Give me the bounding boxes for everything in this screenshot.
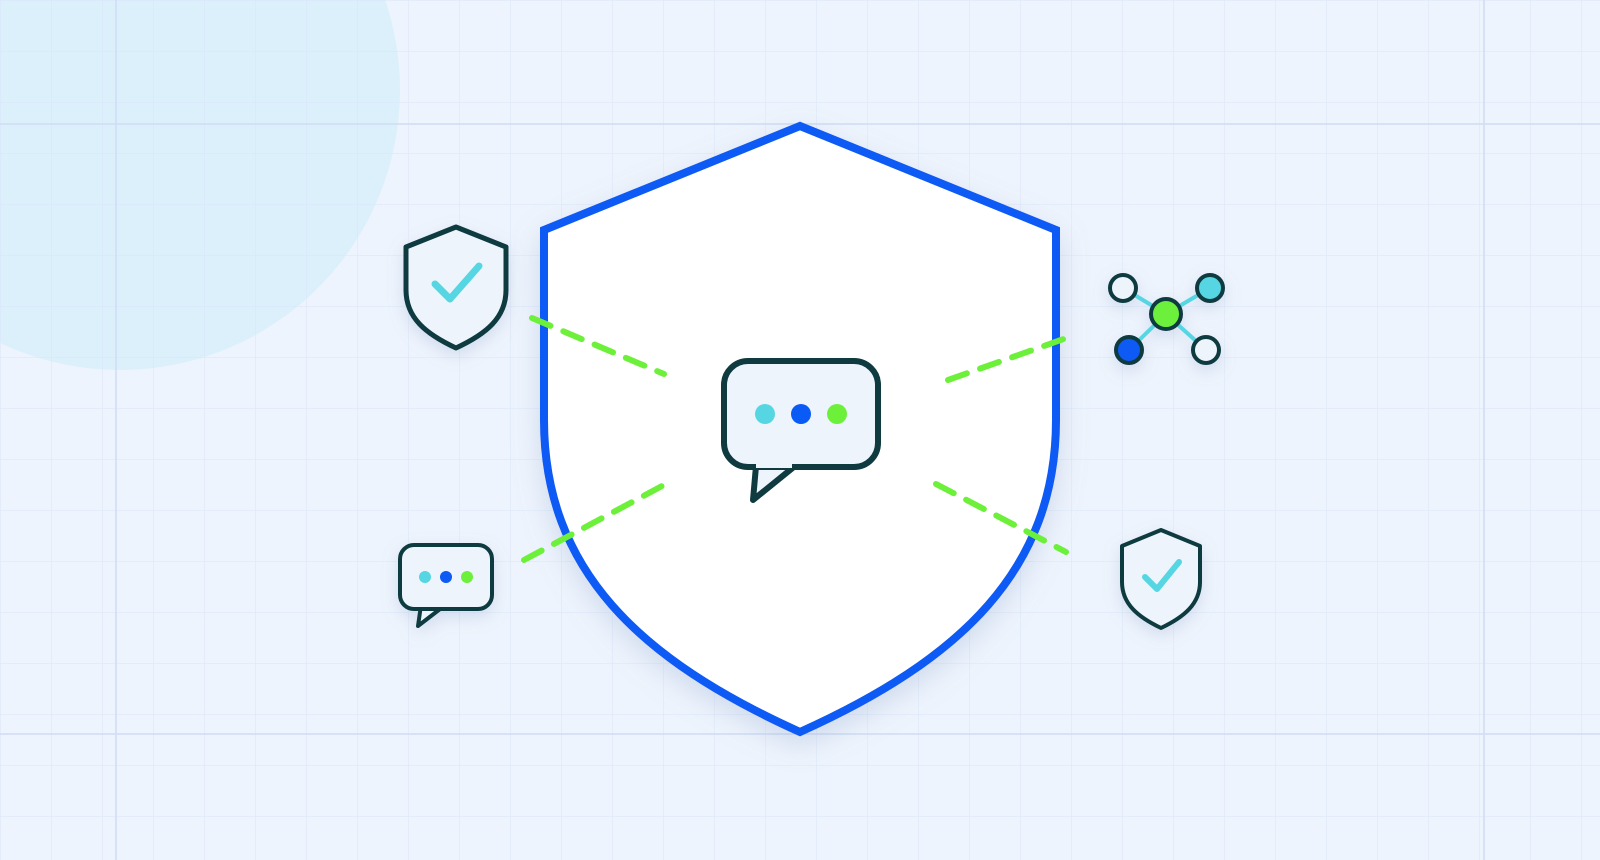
network-node-top-right [1195,273,1225,303]
chat-dot-blue [791,404,811,424]
chat-dot-green [827,404,847,424]
network-node-bottom-left [1114,335,1144,365]
shield-check-icon [403,224,509,351]
chat-dot-cyan [755,404,775,424]
connector-bottom-left [521,483,665,563]
small-chat-dot-cyan [419,571,431,583]
network-node-top-left [1108,273,1138,303]
connector-bottom-right [933,481,1069,555]
small-chat-bubble-icon [398,543,494,628]
network-node-bottom-right [1191,335,1221,365]
chat-bubble-icon [721,358,881,503]
network-nodes-icon [1108,273,1225,365]
connector-top-right [945,333,1075,383]
shield-check-icon-small [1120,528,1202,630]
small-chat-dot-blue [440,571,452,583]
network-node-center [1149,297,1183,331]
checkmark-icon-small [1142,559,1182,592]
connector-lines [521,315,1075,563]
small-chat-dot-green [461,571,473,583]
connector-top-left [529,315,667,377]
checkmark-icon [431,262,483,303]
